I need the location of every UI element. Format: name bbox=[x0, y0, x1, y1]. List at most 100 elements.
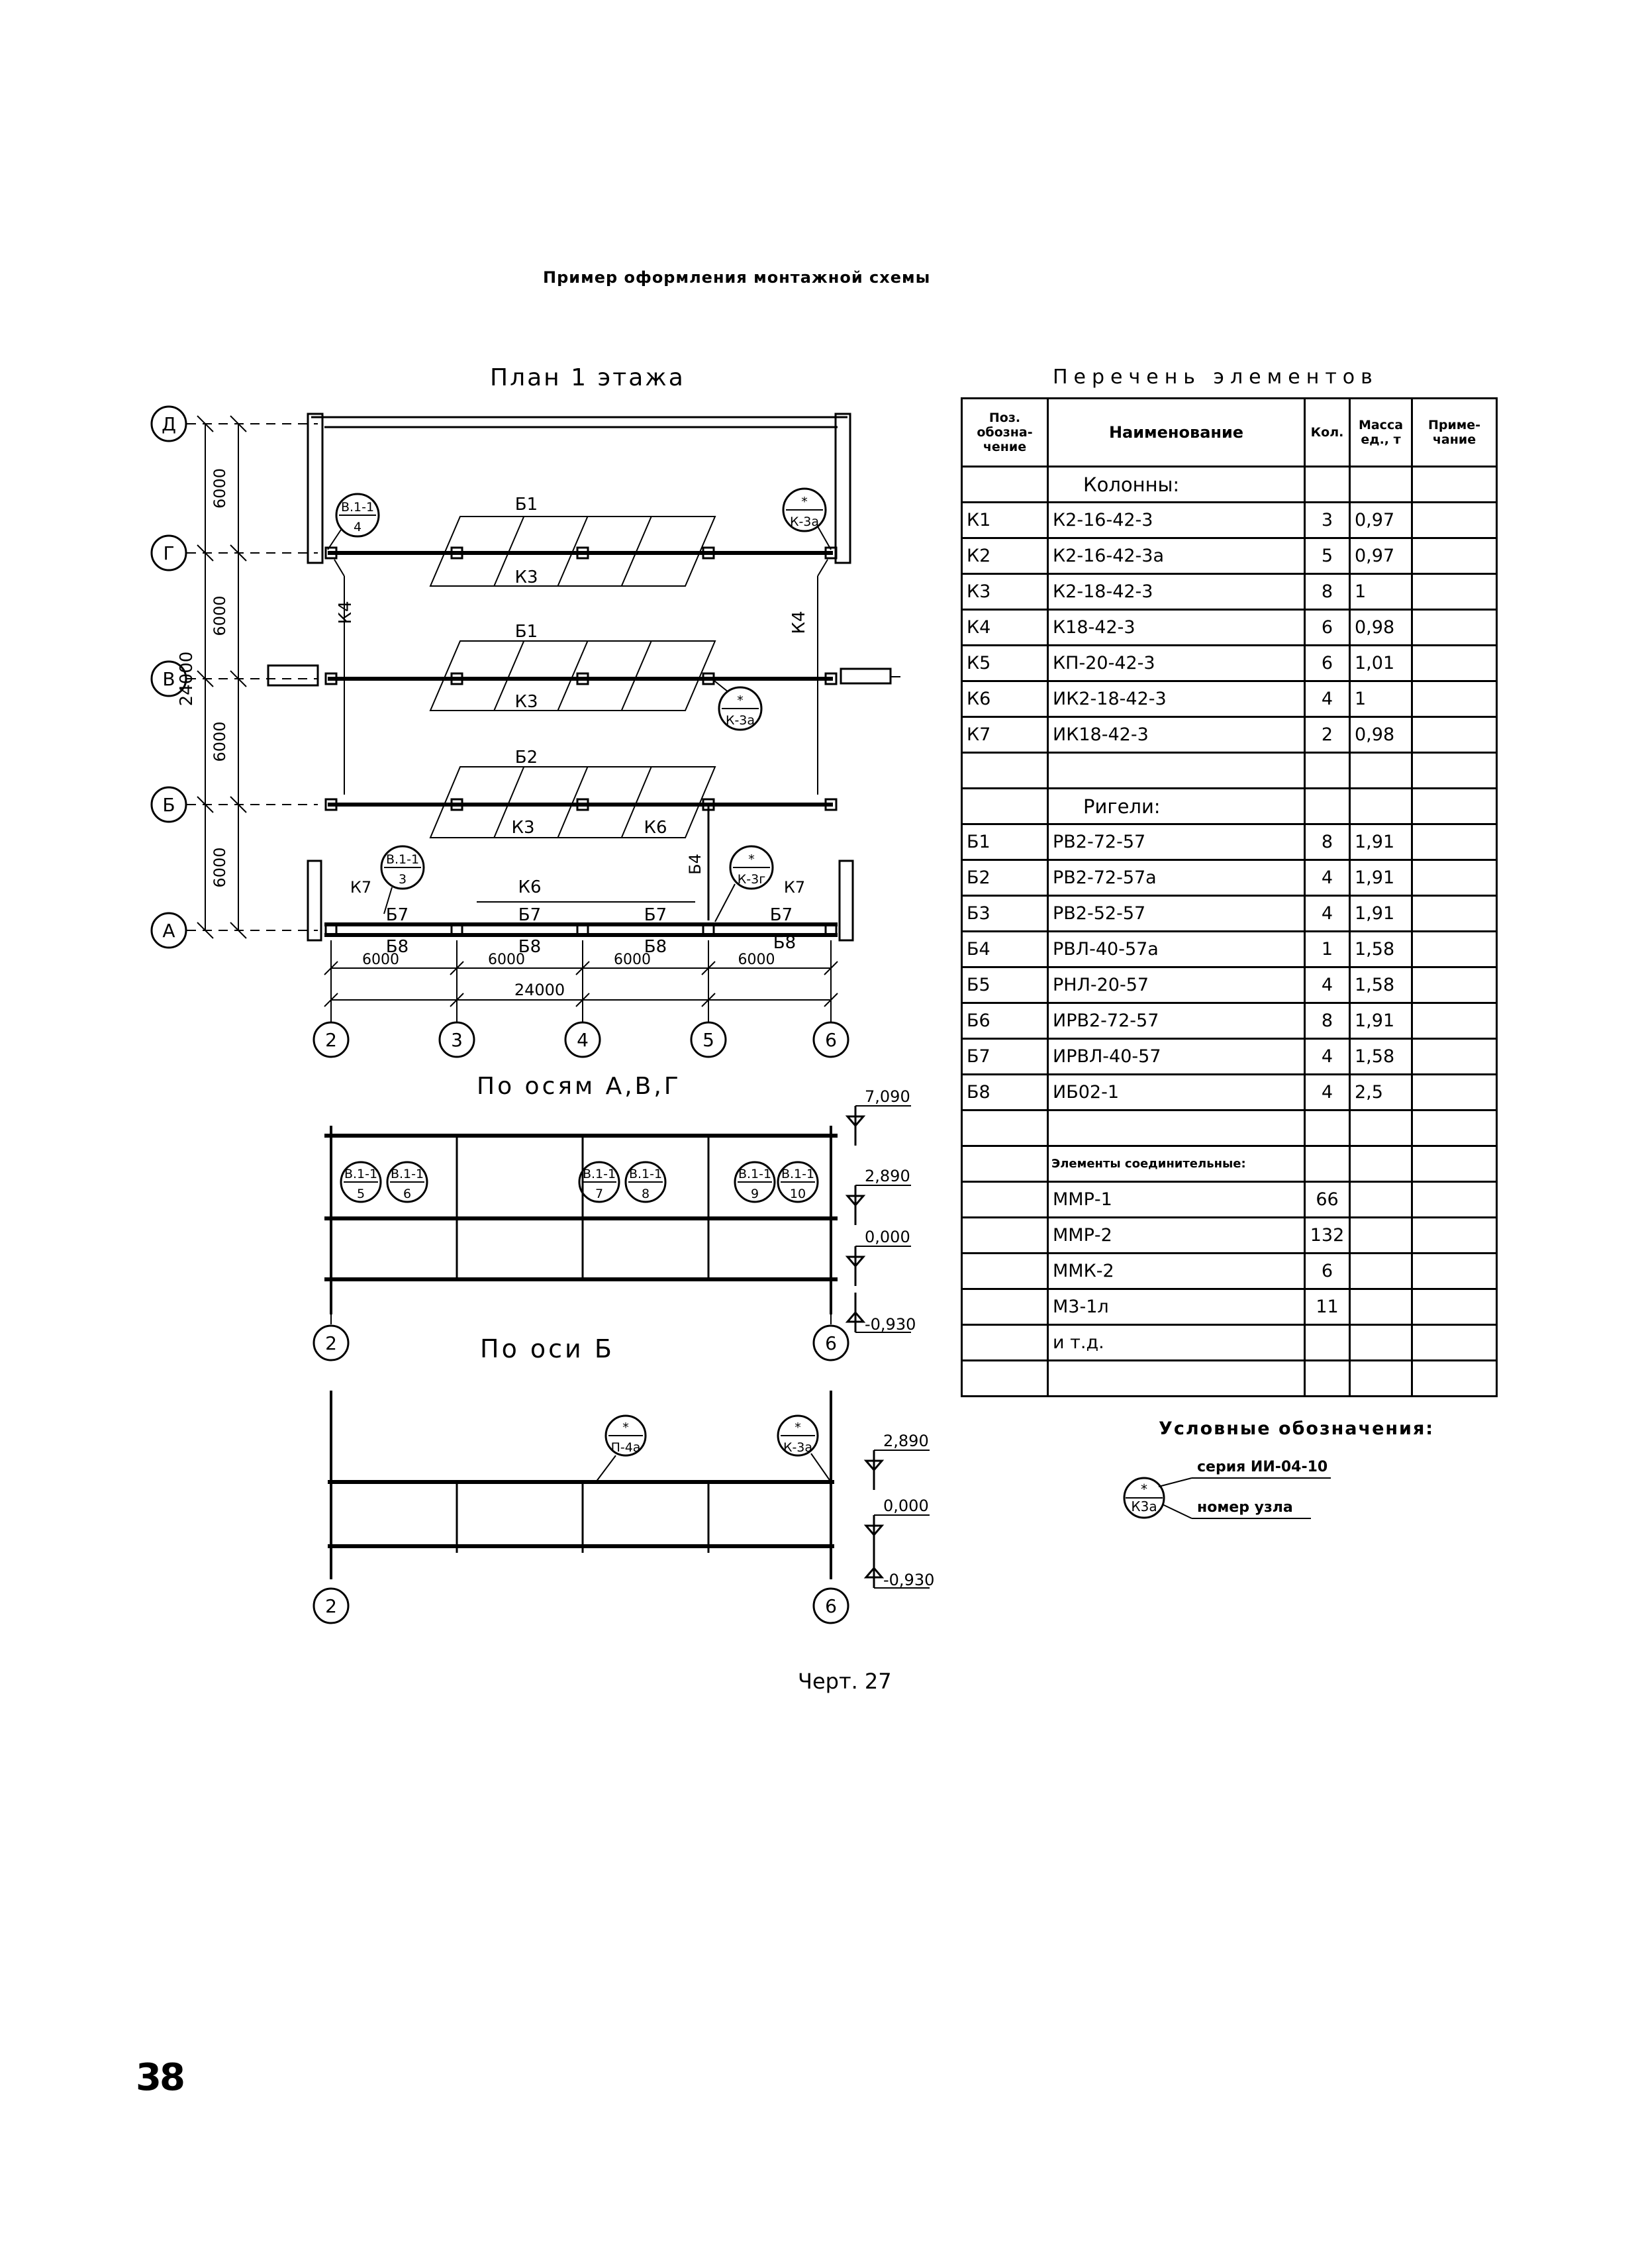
plan-title: План 1 этажа bbox=[490, 364, 685, 391]
dim-tick bbox=[701, 993, 716, 1007]
k3-label: К3 bbox=[514, 692, 538, 712]
dim-tick bbox=[450, 993, 464, 1007]
end-wall-left bbox=[307, 413, 324, 564]
spec-cell-qty bbox=[1304, 466, 1351, 503]
spec-cell-qty: 6 bbox=[1304, 1252, 1351, 1290]
spec-cell-name bbox=[1047, 752, 1306, 789]
axis-label: А bbox=[162, 920, 175, 942]
dim-tick bbox=[824, 993, 838, 1007]
node-callout bbox=[604, 1414, 647, 1457]
axis-marker bbox=[313, 1021, 350, 1058]
column bbox=[450, 546, 463, 560]
header-name: Наименование bbox=[1047, 397, 1306, 468]
spec-cell-note bbox=[1411, 1359, 1498, 1397]
spec-cell-note bbox=[1411, 1002, 1498, 1040]
slab-divider bbox=[493, 516, 525, 587]
end-wall-right-a bbox=[838, 860, 854, 942]
spec-cell-mass bbox=[1349, 1359, 1413, 1397]
spec-cell-pos bbox=[961, 1181, 1049, 1218]
level-value: 0,000 bbox=[883, 1497, 929, 1515]
callout-top: * bbox=[801, 495, 808, 509]
spec-cell-note bbox=[1411, 609, 1498, 646]
callout-top: * bbox=[748, 852, 755, 867]
column bbox=[576, 672, 589, 685]
dim-tick bbox=[230, 796, 247, 813]
legend-node: номер узла bbox=[1197, 1499, 1293, 1516]
column bbox=[324, 546, 338, 560]
spec-cell-note bbox=[1411, 573, 1498, 611]
spec-cell-pos bbox=[961, 1109, 1049, 1147]
spec-cell-qty bbox=[1304, 1359, 1351, 1397]
axis-label: 6 bbox=[825, 1595, 837, 1617]
spec-cell-qty: 4 bbox=[1304, 859, 1351, 897]
spec-cell-name: К18-42-3 bbox=[1047, 609, 1306, 646]
callout-bottom: К-3а bbox=[783, 1440, 812, 1455]
legend-callout bbox=[1123, 1477, 1165, 1519]
spec-cell-mass: 1,91 bbox=[1349, 823, 1413, 861]
spec-cell-pos bbox=[961, 1324, 1049, 1361]
axis-label: 6 bbox=[825, 1332, 837, 1354]
k3-label: К3 bbox=[511, 818, 534, 838]
node-callout bbox=[340, 1161, 382, 1203]
spec-cell-pos: Б2 bbox=[961, 859, 1049, 897]
b7-label: Б7 bbox=[518, 905, 541, 925]
spec-cell-pos: Б4 bbox=[961, 930, 1049, 968]
callout-top: В.1-1 bbox=[341, 500, 374, 515]
spec-row bbox=[961, 1359, 1498, 1397]
column bbox=[450, 924, 463, 937]
axis-marker bbox=[150, 912, 187, 949]
column bbox=[576, 798, 589, 811]
total-col-dim: 24000 bbox=[514, 981, 565, 999]
axis-marker bbox=[313, 1324, 350, 1361]
axis-marker bbox=[150, 534, 187, 571]
spec-cell-mass bbox=[1349, 1216, 1413, 1254]
spec-cell-mass: 0,97 bbox=[1349, 537, 1413, 575]
node-callout bbox=[718, 686, 763, 731]
spec-cell-note bbox=[1411, 644, 1498, 682]
header-note: Приме-чание bbox=[1411, 397, 1498, 468]
spec-cell-pos bbox=[961, 466, 1049, 503]
axis-marker bbox=[150, 660, 187, 697]
spec-cell-mass bbox=[1349, 1324, 1413, 1361]
dim-tick bbox=[230, 922, 247, 939]
axis-marker bbox=[150, 405, 187, 442]
spec-cell-mass bbox=[1349, 1145, 1413, 1183]
spec-cell-name: Элементы соединительные: bbox=[1047, 1145, 1306, 1183]
spec-cell-mass: 1 bbox=[1349, 573, 1413, 611]
spec-cell-mass: 1,58 bbox=[1349, 966, 1413, 1004]
callout-bottom: 7 bbox=[595, 1187, 603, 1201]
axis-label: Б bbox=[162, 794, 175, 816]
level-value: 2,890 bbox=[883, 1432, 929, 1450]
column bbox=[824, 924, 838, 937]
dim-tick bbox=[575, 961, 590, 975]
dim-tick bbox=[230, 415, 247, 432]
node-callout bbox=[734, 1161, 776, 1203]
callout-leader bbox=[714, 883, 736, 922]
spec-cell-qty: 3 bbox=[1304, 501, 1351, 539]
spec-cell-qty: 2 bbox=[1304, 716, 1351, 754]
spec-cell-note bbox=[1411, 1145, 1498, 1183]
callout-bottom: П-4а bbox=[611, 1440, 641, 1455]
spec-cell-qty: 4 bbox=[1304, 1073, 1351, 1111]
callout-top: * bbox=[737, 693, 744, 708]
level-value: -0,930 bbox=[883, 1571, 934, 1589]
spec-cell-mass bbox=[1349, 1288, 1413, 1326]
column bbox=[702, 924, 715, 937]
callout-top: В.1-1 bbox=[629, 1167, 662, 1181]
spec-cell-qty: 4 bbox=[1304, 1038, 1351, 1075]
spec-cell-pos: Б6 bbox=[961, 1002, 1049, 1040]
axis-marker bbox=[150, 786, 187, 823]
axis-marker bbox=[438, 1021, 475, 1058]
dim-tick bbox=[197, 670, 214, 687]
side-stub-left bbox=[267, 664, 319, 687]
spec-cell-pos: К2 bbox=[961, 537, 1049, 575]
end-wall-left-a bbox=[307, 860, 322, 942]
spec-cell-qty: 4 bbox=[1304, 966, 1351, 1004]
spec-cell-name: К2-18-42-3 bbox=[1047, 573, 1306, 611]
dim-tick bbox=[701, 961, 716, 975]
